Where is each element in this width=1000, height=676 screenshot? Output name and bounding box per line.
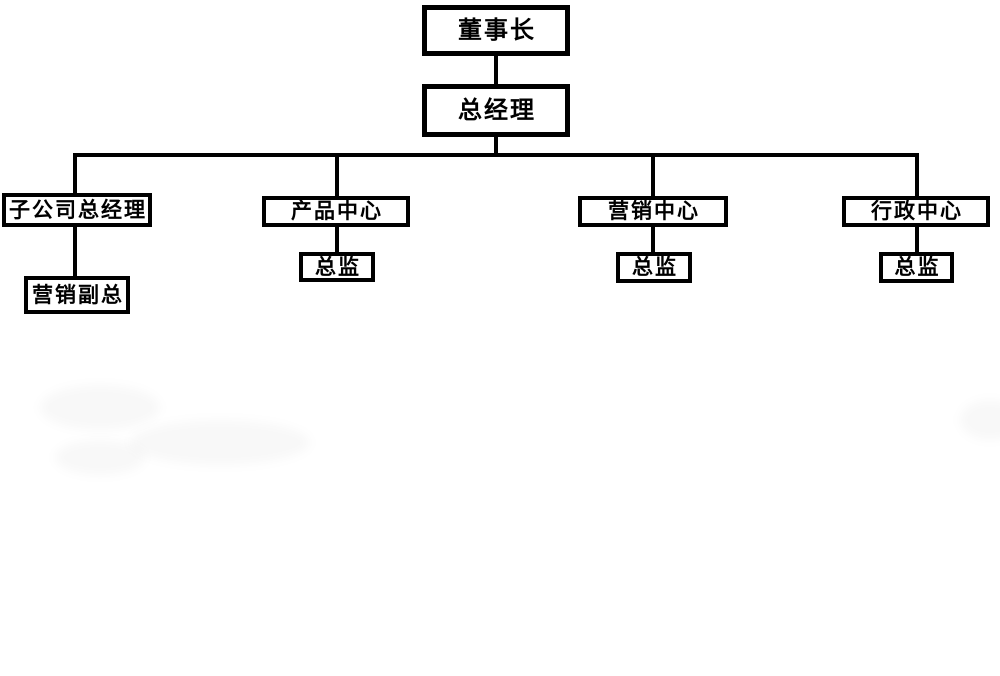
org-node-label: 总经理: [458, 96, 536, 124]
connector-line-horizontal: [73, 153, 919, 157]
org-node-label: 产品中心: [291, 200, 383, 223]
scan-artifact: [55, 440, 145, 475]
org-node-label: 总监: [894, 256, 941, 279]
org-node-label: 营销中心: [608, 200, 700, 223]
org-node-label: 总监: [632, 256, 678, 279]
connector-line-vertical: [651, 225, 655, 254]
org-node-subsidiary-gm: 子公司总经理: [2, 193, 152, 227]
org-node-product-center: 产品中心: [262, 196, 410, 227]
org-node-chairman: 董事长: [422, 5, 570, 56]
org-node-label: 子公司总经理: [9, 198, 147, 222]
org-node-admin-center: 行政中心: [842, 196, 990, 227]
scan-artifact: [40, 385, 160, 430]
org-node-marketing-vp: 营销副总: [24, 276, 130, 314]
connector-line-vertical: [335, 153, 339, 198]
org-node-label: 行政中心: [871, 200, 963, 223]
connector-line-vertical: [73, 153, 77, 195]
org-node-label: 营销副总: [32, 283, 124, 307]
org-node-director-product: 总监: [299, 252, 375, 282]
org-node-label: 总监: [315, 255, 361, 279]
org-node-director-admin: 总监: [879, 252, 954, 283]
connector-line-vertical: [494, 136, 498, 157]
org-node-general-manager: 总经理: [422, 84, 570, 137]
connector-line-vertical: [335, 225, 339, 254]
scan-artifact: [130, 420, 310, 465]
connector-line-vertical: [915, 153, 919, 198]
connector-line-vertical: [494, 55, 498, 84]
connector-line-vertical: [73, 225, 77, 278]
scan-artifact: [960, 400, 1000, 440]
org-node-director-marketing: 总监: [616, 252, 692, 283]
org-node-marketing-center: 营销中心: [578, 196, 728, 227]
connector-line-vertical: [651, 153, 655, 198]
org-node-label: 董事长: [458, 16, 536, 44]
connector-line-vertical: [915, 225, 919, 254]
